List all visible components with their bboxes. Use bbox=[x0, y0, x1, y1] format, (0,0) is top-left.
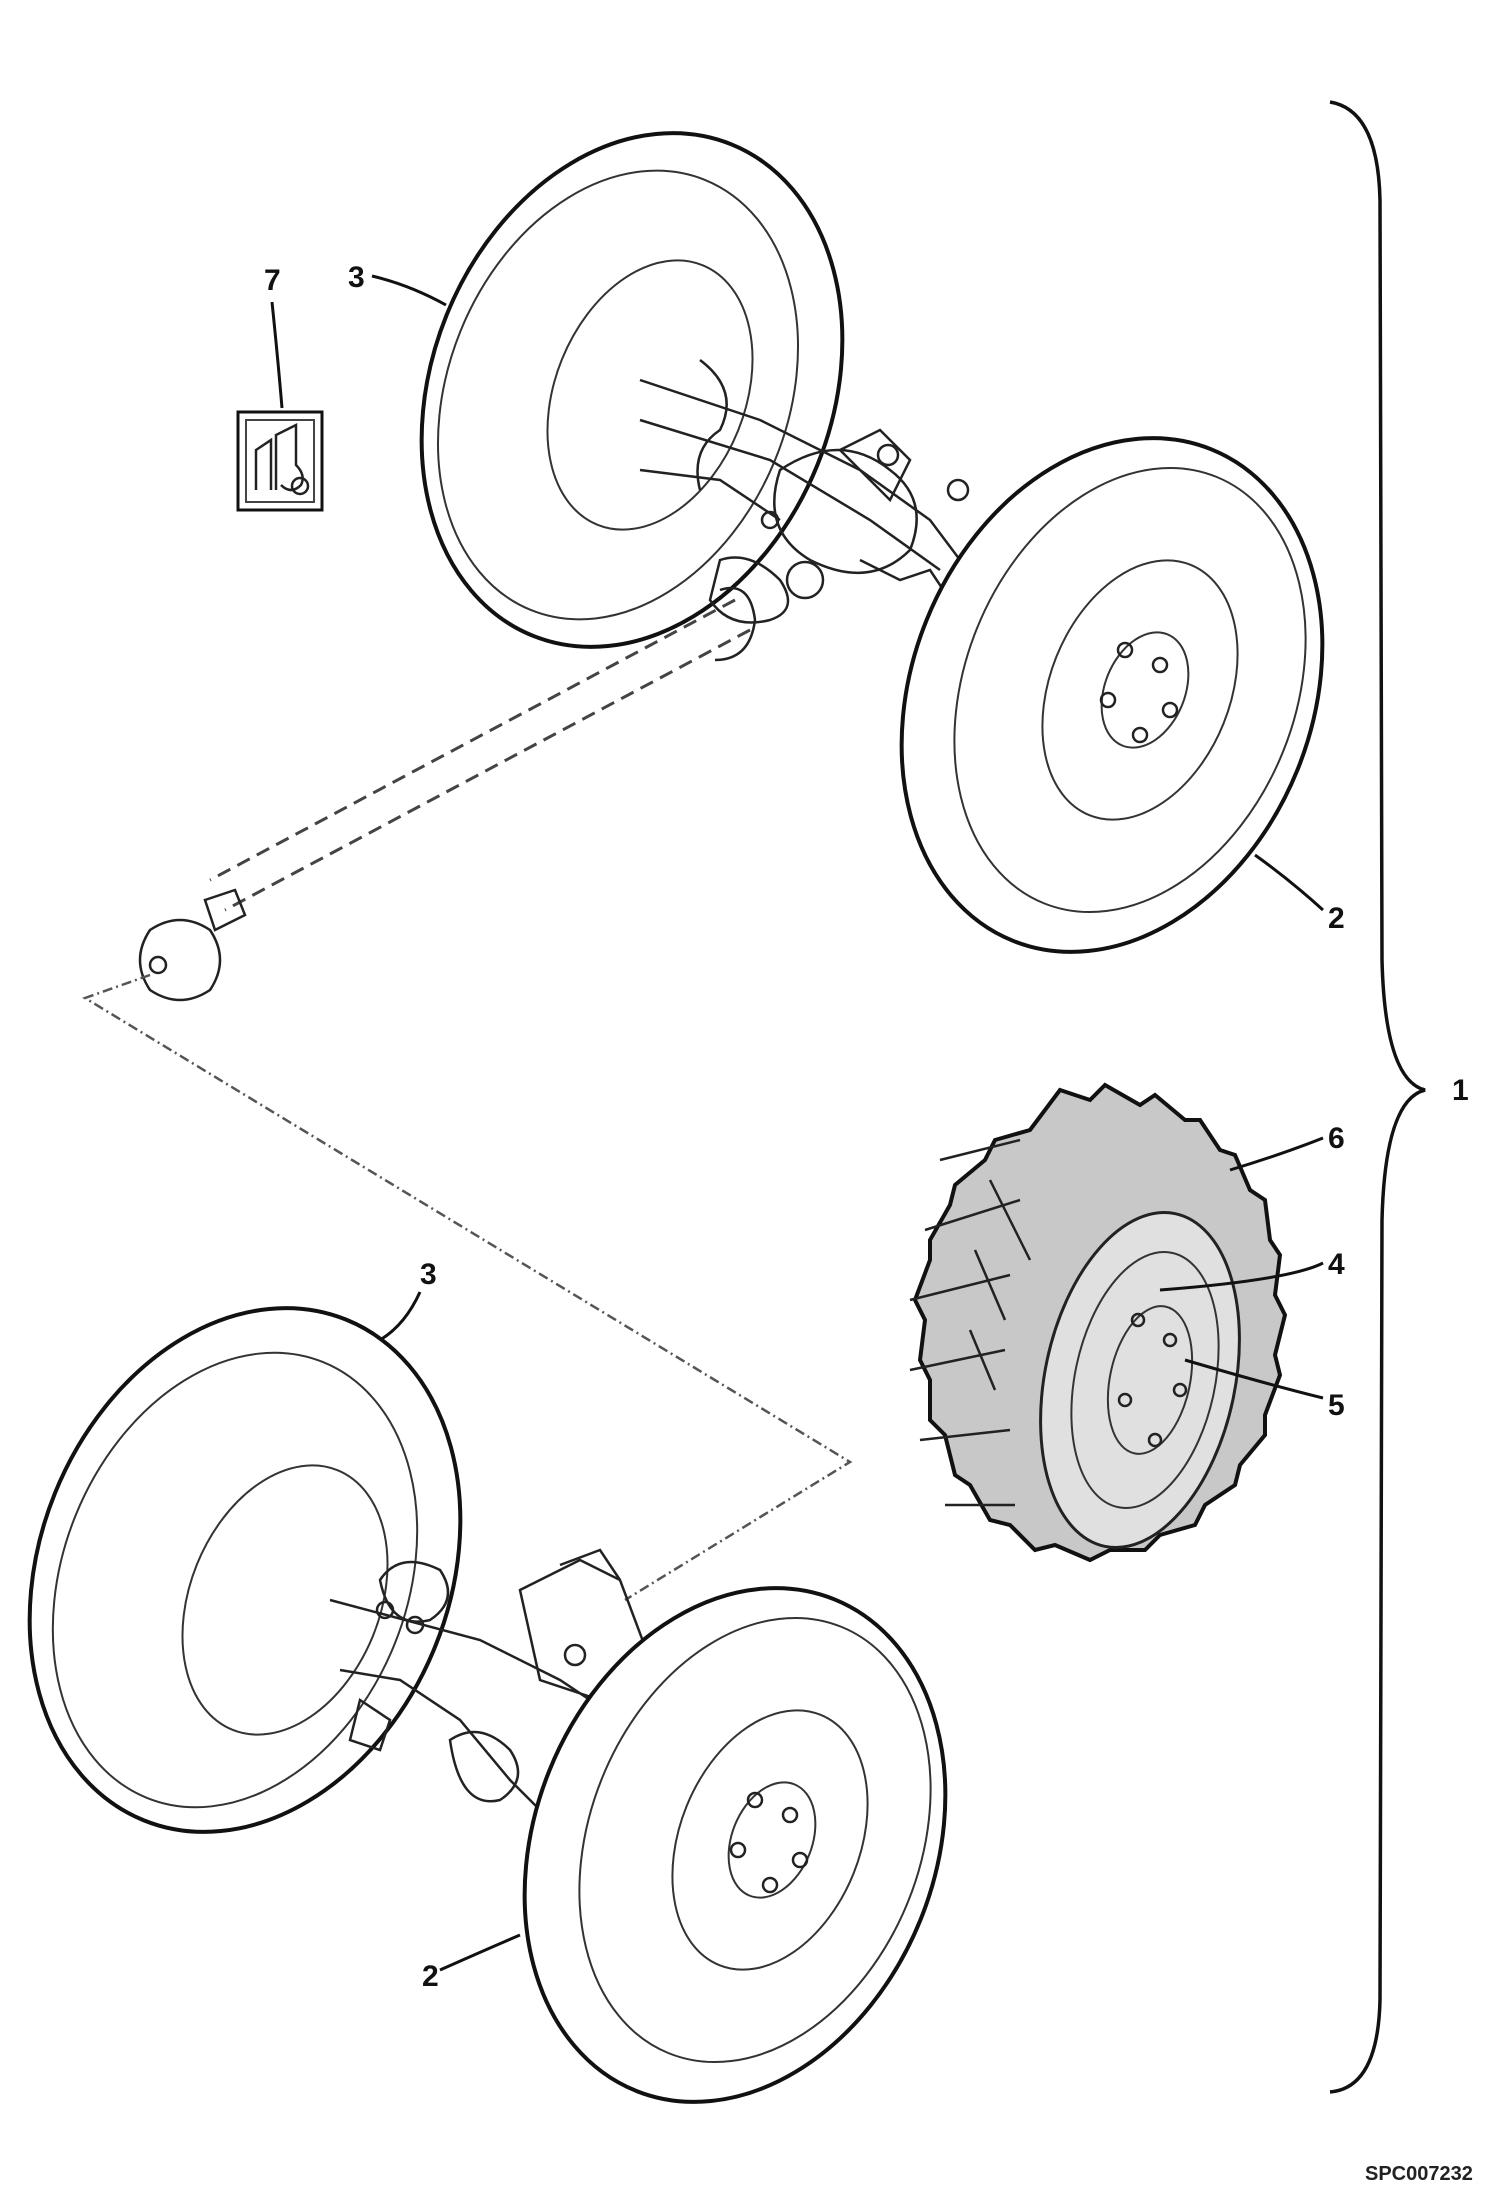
callout-1: 1 bbox=[1452, 1074, 1469, 1107]
upper-axle-housing bbox=[639, 359, 970, 624]
upper-axle-assembly bbox=[419, 131, 1325, 954]
callout-2-lower: 2 bbox=[422, 1960, 439, 1993]
upper-left-wheel bbox=[419, 131, 845, 649]
lower-right-wheel bbox=[522, 1586, 948, 2104]
treaded-tyre-with-rim bbox=[909, 1082, 1288, 1563]
callout-4: 4 bbox=[1328, 1248, 1345, 1281]
reference-code: SPC007232 bbox=[1365, 2163, 1473, 2185]
lower-axle-assembly bbox=[27, 1306, 948, 2104]
drive-shaft bbox=[138, 586, 757, 1002]
callout-6: 6 bbox=[1328, 1122, 1345, 1155]
lower-left-wheel bbox=[27, 1306, 463, 1834]
callout-labels: 1 2 2 3 3 4 5 6 7 bbox=[264, 261, 1469, 1993]
callout-5: 5 bbox=[1328, 1389, 1345, 1422]
callout-7: 7 bbox=[264, 264, 281, 297]
leader-lines bbox=[270, 274, 1325, 1972]
callout-3-upper: 3 bbox=[348, 261, 365, 294]
assembly-brace bbox=[1329, 100, 1426, 2094]
callout-3-lower: 3 bbox=[420, 1258, 437, 1291]
operator-manual-icon bbox=[236, 410, 324, 512]
upper-right-wheel bbox=[899, 436, 1325, 954]
connection-lines bbox=[82, 973, 853, 1602]
callout-2-upper: 2 bbox=[1328, 902, 1345, 935]
